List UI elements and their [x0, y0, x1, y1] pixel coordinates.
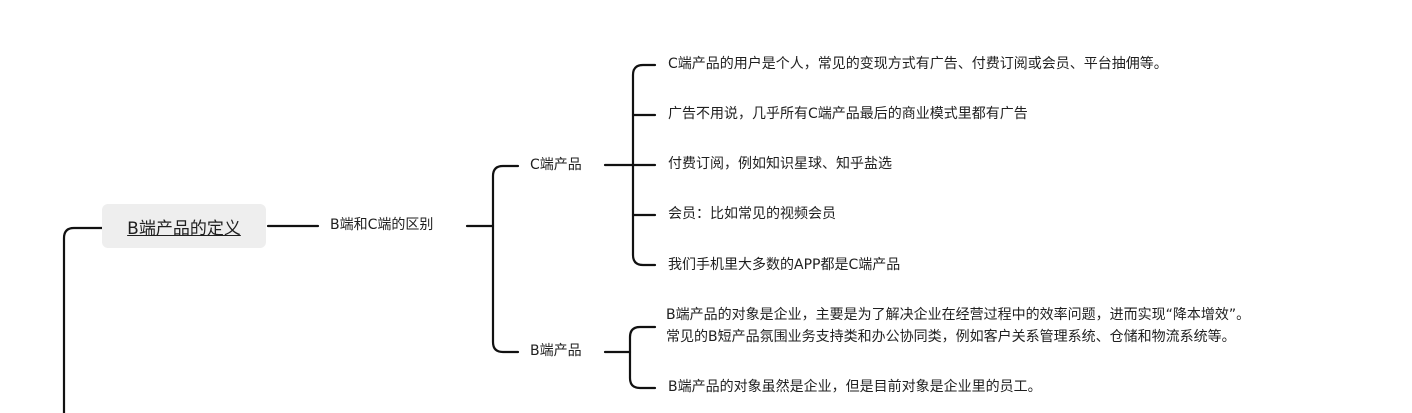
c-product-point-1[interactable]: C端产品的用户是个人，常见的变现方式有广告、付费订阅或会员、平台抽佣等。: [668, 53, 1168, 75]
b-product-point-1-line-2: 常见的B短产品氛围业务支持类和办公协同类，例如客户关系管理系统、仓储和物流系统等…: [666, 329, 1236, 345]
branch-node-label: B端和C端的区别: [330, 217, 434, 233]
c-product-point-4[interactable]: 会员：比如常见的视频会员: [668, 203, 836, 225]
b-product-point-1[interactable]: B端产品的对象是企业，主要是为了解决企业在经营过程中的效率问题，进而实现“降本增…: [666, 304, 1250, 348]
connector-trunk-root: [62, 226, 104, 413]
topic-node-b-product[interactable]: B端产品: [530, 340, 582, 362]
c-product-point-1-text: C端产品的用户是个人，常见的变现方式有广告、付费订阅或会员、平台抽佣等。: [668, 56, 1168, 72]
c-product-point-4-text: 会员：比如常见的视频会员: [668, 206, 836, 222]
root-node[interactable]: B端产品的定义: [102, 204, 266, 248]
branch-node-bc-difference[interactable]: B端和C端的区别: [330, 214, 433, 236]
b-product-point-2[interactable]: B端产品的对象虽然是企业，但是目前对象是企业里的员工。: [668, 376, 1042, 398]
topic-node-c-product[interactable]: C端产品: [530, 154, 582, 176]
b-product-point-1-line-1: B端产品的对象是企业，主要是为了解决企业在经营过程中的效率问题，进而实现“降本增…: [666, 307, 1251, 323]
c-product-point-3[interactable]: 付费订阅，例如知识星球、知乎盐选: [668, 153, 892, 175]
c-product-point-2-text: 广告不用说，几乎所有C端产品最后的商业模式里都有广告: [668, 106, 1028, 122]
c-product-point-2[interactable]: 广告不用说，几乎所有C端产品最后的商业模式里都有广告: [668, 103, 1028, 125]
b-product-point-2-text: B端产品的对象虽然是企业，但是目前对象是企业里的员工。: [668, 379, 1042, 395]
root-node-label: B端产品的定义: [127, 218, 241, 239]
connector-b-children: [628, 325, 657, 390]
c-product-point-5[interactable]: 我们手机里大多数的APP都是C端产品: [668, 254, 900, 276]
c-product-point-3-text: 付费订阅，例如知识星球、知乎盐选: [668, 156, 892, 172]
connector-branch-c: [491, 164, 520, 354]
topic-node-c-product-label: C端产品: [530, 157, 582, 173]
topic-node-b-product-label: B端产品: [530, 343, 582, 359]
c-product-point-5-text: 我们手机里大多数的APP都是C端产品: [668, 257, 901, 273]
